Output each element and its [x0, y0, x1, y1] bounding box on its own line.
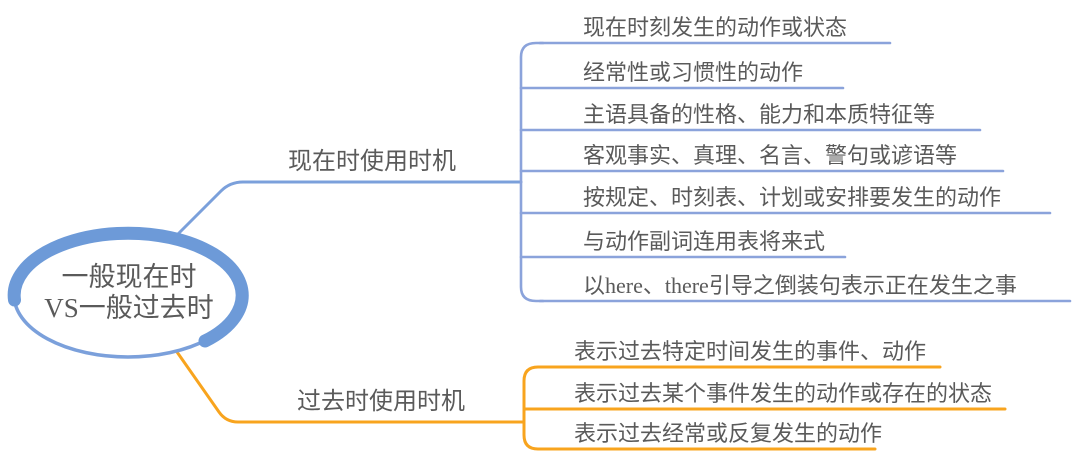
- present-branch-connector: [169, 180, 523, 243]
- leaf-past-1[interactable]: 表示过去特定时间发生的事件、动作: [574, 339, 927, 364]
- past-branch-connector: [175, 350, 526, 424]
- leaf-present-6[interactable]: 与动作副词连用表将来式: [583, 229, 826, 254]
- leaf-present-5[interactable]: 按规定、时刻表、计划或安排要发生的动作: [583, 185, 1002, 210]
- leaf-present-4[interactable]: 客观事实、真理、名言、警句或谚语等: [583, 143, 958, 168]
- leaf-present-2[interactable]: 经常性或习惯性的动作: [583, 60, 804, 85]
- central-topic-node[interactable]: 一般现在时 VS一般过去时: [18, 262, 240, 324]
- central-topic-ellipse-thick-arc: [7, 226, 249, 348]
- leaf-present-3[interactable]: 主语具备的性格、能力和本质特征等: [583, 102, 936, 127]
- leaf-present-1[interactable]: 现在时刻发生的动作或状态: [583, 15, 848, 40]
- branch-past-label[interactable]: 过去时使用时机: [297, 389, 465, 415]
- leaf-past-2[interactable]: 表示过去某个事件发生的动作或存在的状态: [574, 381, 993, 406]
- branch-present-label[interactable]: 现在时使用时机: [288, 149, 456, 175]
- central-topic-line1: 一般现在时: [61, 262, 197, 292]
- leaf-present-7[interactable]: 以here、there引导之倒装句表示正在发生之事: [583, 273, 1017, 298]
- central-topic-line2: VS一般过去时: [44, 293, 214, 323]
- leaf-past-3[interactable]: 表示过去经常或反复发生的动作: [574, 421, 883, 446]
